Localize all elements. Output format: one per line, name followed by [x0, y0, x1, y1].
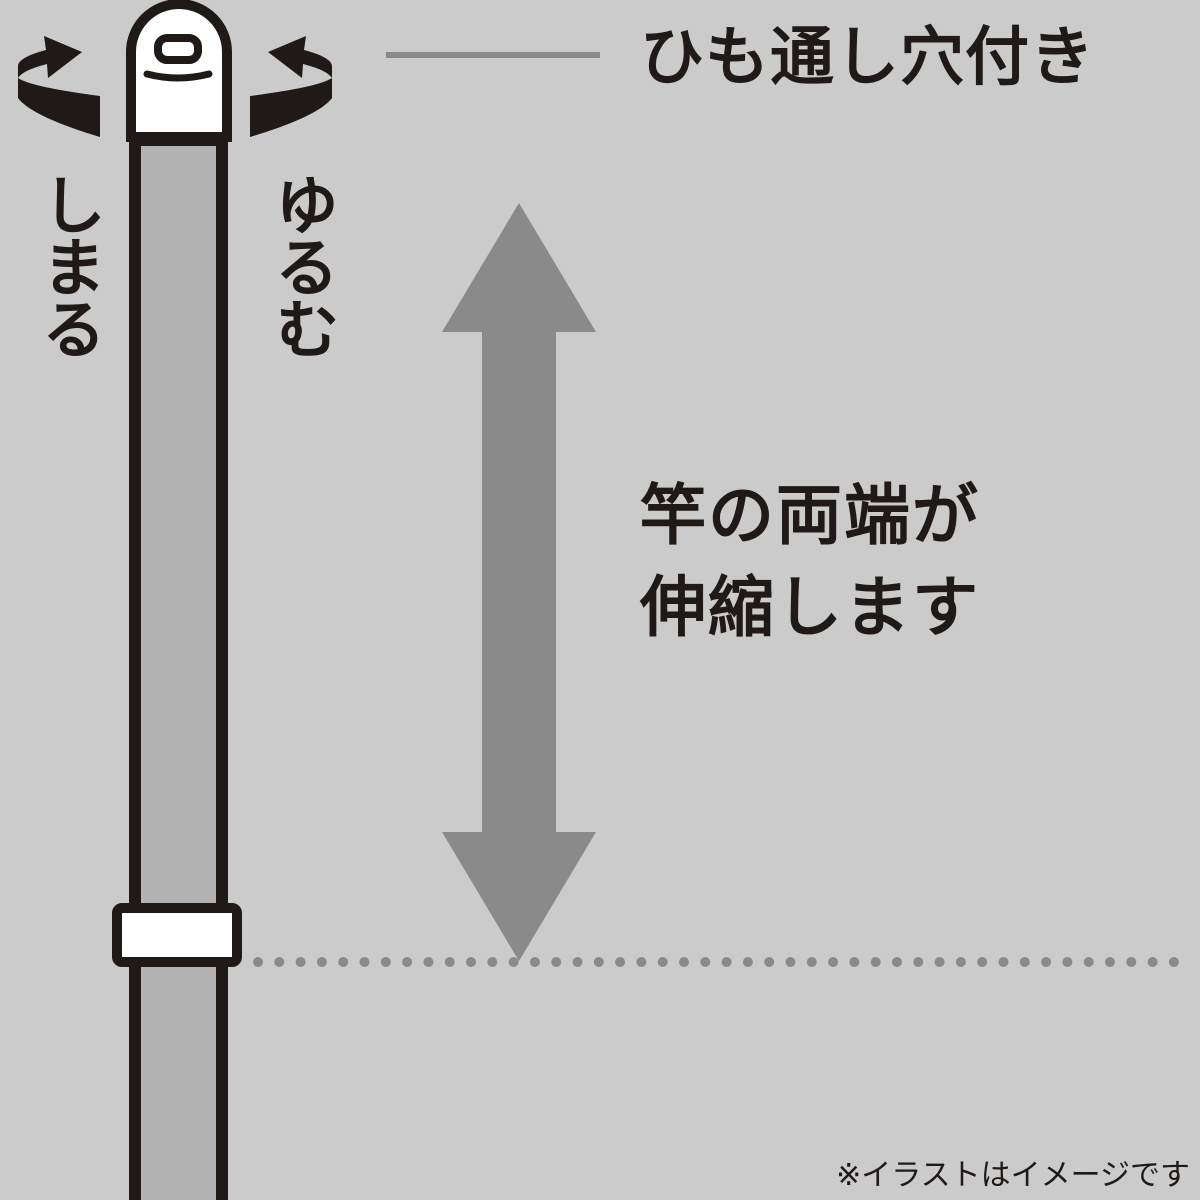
description-line-2: 伸縮します: [640, 569, 980, 646]
pole-body: [129, 134, 228, 1200]
string-hole-label: ひも通し穴付き: [640, 21, 1095, 95]
loosen-label: ゆるむ: [264, 172, 338, 358]
tighten-label: しまる: [31, 172, 105, 358]
description-line-1: 竿の両端が: [640, 477, 980, 554]
string-hole-icon: [154, 34, 202, 64]
extension-description: 竿の両端が 伸縮します: [640, 470, 980, 654]
double-vertical-arrow-icon: [442, 203, 596, 961]
pole-joint-band: [112, 903, 242, 967]
rotate-left-arrow-icon: [18, 36, 100, 137]
illustration-note: ※イラストはイメージです: [836, 1158, 1190, 1193]
pole-top-cap: [126, 0, 232, 142]
rotate-right-arrow-icon: [250, 36, 332, 137]
